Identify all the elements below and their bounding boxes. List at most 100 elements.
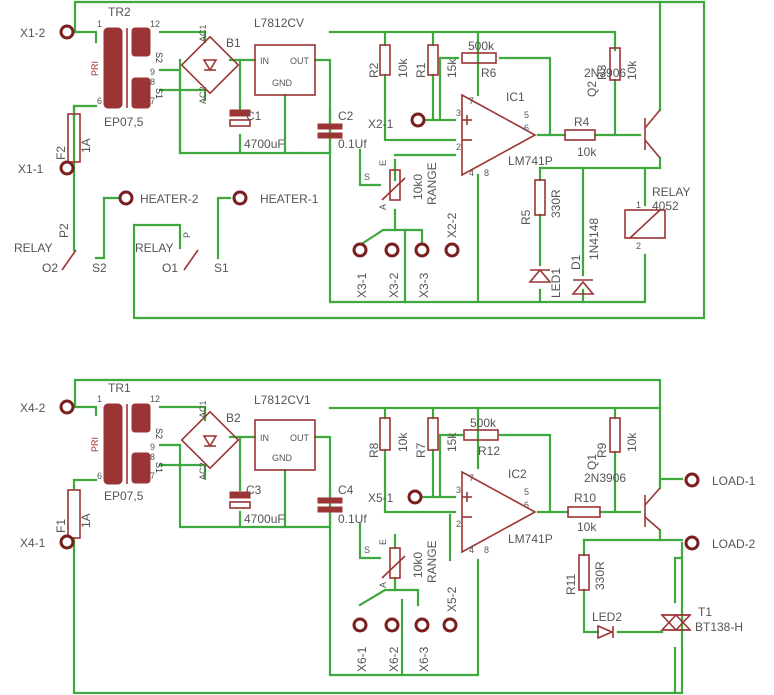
label-c4-value: 0.1Uf (338, 512, 367, 526)
label-reg-out: OUT (290, 433, 310, 443)
label-r6-value: 500k (468, 39, 495, 53)
pin-label: 6 (524, 123, 529, 133)
resistor-r10 (567, 506, 601, 518)
label-r3: R3 (595, 64, 609, 80)
label-f2: F2 (54, 146, 68, 160)
connector-x3-3[interactable] (414, 242, 430, 258)
connector-x5-1[interactable] (407, 489, 423, 505)
pin-label: 6 (97, 471, 102, 481)
pin-label: 7 (150, 96, 155, 106)
connector-x6-3[interactable] (414, 617, 430, 633)
resistor-r9 (609, 417, 621, 453)
label-relay-contact-b: RELAY (135, 241, 173, 255)
label-reg-out: OUT (290, 56, 310, 66)
connector-x5-2[interactable] (442, 617, 458, 633)
connector-load-2[interactable] (684, 535, 700, 551)
connector-heater-2[interactable] (118, 190, 134, 206)
pin-label: 5 (524, 110, 529, 120)
label-o1: O1 (162, 261, 178, 275)
label-led2: LED2 (592, 610, 622, 624)
label-led1: LED1 (549, 268, 563, 298)
label-regulator: L7812CV1 (254, 393, 311, 407)
label-r3-value: 10k (625, 60, 639, 80)
label-b1: B1 (226, 36, 241, 50)
label-tr1: TR1 (108, 381, 131, 395)
fuse-f2 (67, 113, 81, 163)
label-c4: C4 (338, 483, 354, 497)
pin-label: 4 (469, 168, 474, 178)
label-t1: T1 (698, 605, 712, 619)
pin-label: 1 (97, 394, 102, 404)
label-r4-value: 10k (577, 145, 597, 159)
label-ac1: AC1 (198, 24, 208, 42)
transistor-q1 (644, 487, 661, 531)
label-r10: R10 (574, 491, 596, 505)
transformer-tr1 (103, 403, 151, 485)
connector-x3-2[interactable] (384, 242, 400, 258)
label-p2: P2 (57, 223, 71, 238)
bridge-rectifier-b1 (180, 35, 240, 95)
label-pri: PRI (90, 61, 100, 76)
connector-x4-1[interactable] (59, 534, 75, 550)
connector-x3-1[interactable] (352, 242, 368, 258)
label-q1: Q1 (585, 454, 599, 470)
label-s1-contact: S1 (214, 261, 229, 275)
label-r9-value: 10k (625, 432, 639, 452)
label-f1-value: 1A (79, 513, 93, 528)
label-r8-value: 10k (396, 432, 410, 452)
pin-label: A (378, 582, 388, 588)
label-r5: R5 (519, 209, 533, 225)
regulator-l7812cv1 (254, 419, 316, 471)
potentiometer-bottom (381, 547, 406, 579)
label-r12-value: 500k (470, 416, 497, 430)
label-r1: R1 (414, 62, 428, 78)
led1 (528, 268, 552, 283)
label-x2-1: X2-1 (368, 117, 394, 131)
bridge-rectifier-b2 (180, 410, 240, 470)
label-tr1-model: EP07,5 (104, 489, 144, 503)
transformer-tr2 (103, 27, 151, 109)
label-r8: R8 (367, 442, 381, 458)
connector-x2-2[interactable] (444, 242, 460, 258)
relay-coil-4052 (624, 209, 666, 239)
label-pot-value: 10k0 (411, 174, 425, 200)
label-tr2: TR2 (108, 5, 131, 19)
connector-x1-2[interactable] (59, 24, 75, 40)
label-r1-value: 15k (445, 58, 459, 78)
pin-label: 7 (469, 473, 474, 483)
label-q1-value: 2N3906 (584, 471, 626, 485)
connector-x6-1[interactable] (352, 617, 368, 633)
connector-heater-1[interactable] (232, 190, 248, 206)
transformer-primary-winding (103, 27, 123, 109)
label-r12: R12 (478, 444, 500, 458)
connector-x2-1[interactable] (410, 112, 426, 128)
label-r6: R6 (481, 66, 497, 80)
connector-x1-1[interactable] (59, 160, 75, 176)
pin-label: S (364, 545, 370, 555)
pin-label: E (378, 539, 388, 545)
pin-label: 12 (150, 19, 160, 29)
pin-label: 12 (150, 394, 160, 404)
connector-load-1[interactable] (684, 472, 700, 488)
label-s2: S2 (154, 428, 164, 439)
label-d1-value: 1N4148 (587, 218, 601, 260)
label-x5-1: X5-1 (368, 491, 394, 505)
label-ic1-value: LM741P (508, 154, 553, 168)
pin-label: 9 (150, 67, 155, 77)
label-r11-value: 330R (593, 561, 607, 590)
connector-x6-2[interactable] (384, 617, 400, 633)
pin-label: 2 (456, 142, 461, 152)
connector-x4-2[interactable] (59, 399, 75, 415)
label-f1: F1 (54, 519, 68, 533)
label-load-1: LOAD-1 (712, 474, 756, 488)
relay-contact-p2 (61, 249, 77, 271)
label-ic1: IC1 (506, 90, 525, 104)
label-relay: RELAY (652, 185, 690, 199)
pin-label: 3 (456, 108, 461, 118)
label-x2-2: X2-2 (445, 212, 459, 238)
potentiometer (381, 169, 406, 201)
capacitor-c3 (229, 491, 251, 509)
opamp-ic2 (461, 470, 537, 554)
label-tr2-model: EP07,5 (104, 115, 144, 129)
